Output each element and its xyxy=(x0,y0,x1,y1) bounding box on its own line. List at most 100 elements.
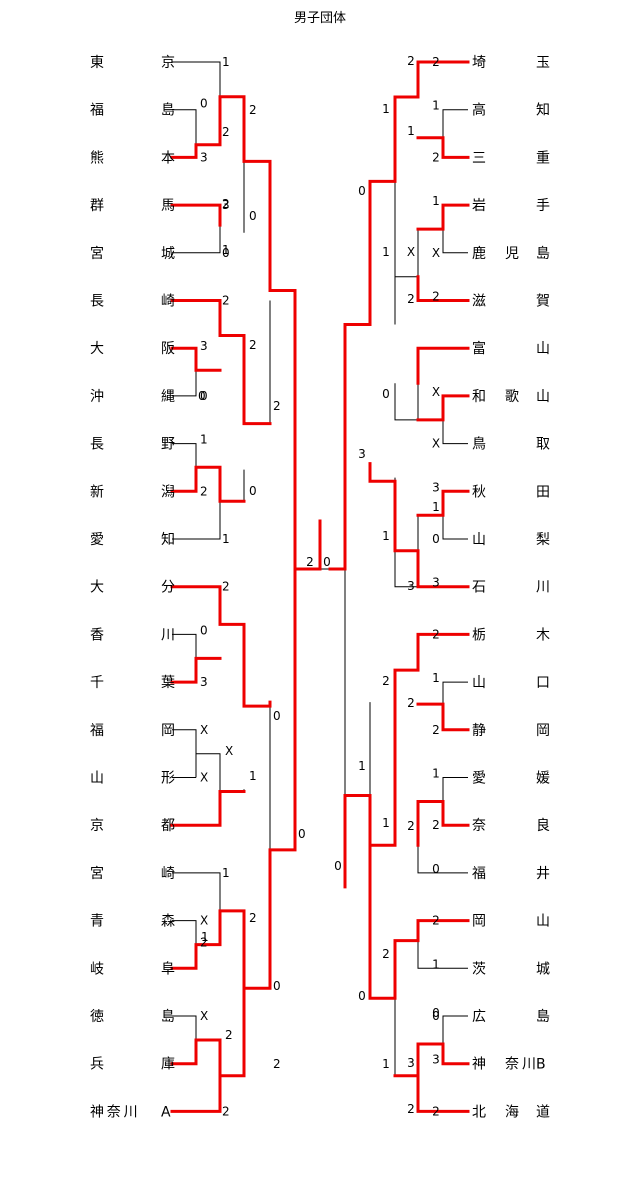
team-name-right: 滋 xyxy=(472,294,486,310)
team-name-left: 大 xyxy=(90,580,104,596)
score-label: 3 xyxy=(432,576,440,590)
winner-line xyxy=(416,702,470,732)
score-label: 2 xyxy=(432,914,440,928)
team-name-right: 岡 xyxy=(536,723,550,739)
team-name-left: 京 xyxy=(90,818,104,834)
team-name-left: 分 xyxy=(161,580,175,596)
final-score-right: 0 xyxy=(323,555,331,569)
bracket-line xyxy=(442,1015,468,1064)
team-name-right: 取 xyxy=(536,437,550,453)
score-label: 0 xyxy=(273,709,281,723)
team-name-right: 歌 xyxy=(505,389,519,405)
winner-line xyxy=(170,656,222,684)
winner-line xyxy=(416,275,470,302)
score-label: 2 xyxy=(249,103,257,117)
team-name-right: 田 xyxy=(536,484,550,500)
score-label: 1 xyxy=(432,671,440,685)
team-name-right: 高 xyxy=(472,102,486,119)
winner-line xyxy=(170,790,246,827)
team-name-right: 山 xyxy=(536,914,550,930)
score-label: 1 xyxy=(200,433,208,447)
team-name-right: 木 xyxy=(536,627,550,643)
score-label: 0 xyxy=(334,859,342,873)
score-label: 2 xyxy=(200,484,208,498)
score-label: 2 xyxy=(407,292,415,306)
score-label: 0 xyxy=(249,209,257,223)
team-name-left: 宮 xyxy=(90,866,104,882)
team-name-left: 大 xyxy=(90,341,104,357)
score-label: 0 xyxy=(200,97,208,111)
team-name-left: 群 xyxy=(90,198,104,214)
team-name-left: 新 xyxy=(90,484,104,500)
team-name-right: 岩 xyxy=(472,198,486,214)
team-name-left: 崎 xyxy=(161,294,175,310)
team-name-right: 賀 xyxy=(536,294,550,310)
winner-line xyxy=(328,60,470,571)
team-name-right: 鹿 xyxy=(472,245,486,262)
team-name-right: 島 xyxy=(536,1009,550,1025)
bracket-line xyxy=(442,777,468,826)
team-name-left: 阪 xyxy=(161,341,175,357)
score-label: 2 xyxy=(273,399,281,413)
team-name-right: 神 xyxy=(472,1057,486,1073)
team-name-left: 沖 xyxy=(90,389,104,405)
score-label: 2 xyxy=(407,819,415,833)
score-label: 0 xyxy=(200,389,208,403)
team-name-left: 知 xyxy=(161,531,175,548)
bracket-title: 男子団体 xyxy=(294,11,346,26)
team-name-right: 秋 xyxy=(472,484,486,500)
winner-line xyxy=(416,346,470,385)
score-label: 1 xyxy=(382,102,390,116)
team-name-right: 重 xyxy=(536,150,550,166)
winner-line xyxy=(170,1074,222,1113)
score-label: X xyxy=(200,914,208,928)
team-name-right: 川 xyxy=(536,580,550,596)
final-score-left: 2 xyxy=(306,555,314,569)
score-label: 2 xyxy=(382,947,390,961)
bracket-line xyxy=(172,443,197,492)
team-name-right: 児 xyxy=(505,246,519,262)
team-name-right: 奈 xyxy=(505,1057,519,1073)
score-label: 2 xyxy=(432,55,440,69)
winner-line xyxy=(170,567,297,990)
team-name-right: 山 xyxy=(536,389,550,405)
score-label: 2 xyxy=(432,818,440,832)
winner-line xyxy=(368,632,470,847)
winner-line xyxy=(416,203,470,231)
score-label: 1 xyxy=(222,55,230,69)
team-name-left: 長 xyxy=(90,294,104,310)
score-label: 1 xyxy=(222,532,230,546)
team-name-right: 広 xyxy=(472,1009,486,1025)
team-name-right: 媛 xyxy=(536,771,550,787)
team-name-left: 島 xyxy=(161,103,175,119)
team-name-left: 香 xyxy=(90,627,104,643)
team-name-right: 川 xyxy=(522,1057,536,1073)
score-label: 1 xyxy=(432,194,440,208)
team-name-right: 手 xyxy=(536,198,550,214)
winner-line xyxy=(416,136,470,159)
team-name-right: 山 xyxy=(536,341,550,357)
team-name-left: 野 xyxy=(161,437,175,453)
team-name-right: 静 xyxy=(472,723,486,739)
team-name-left: 宮 xyxy=(90,246,104,262)
team-name-left: 島 xyxy=(161,1009,175,1025)
team-name-left: A xyxy=(161,1104,171,1120)
score-label: X xyxy=(200,1009,208,1023)
score-label: 2 xyxy=(432,290,440,304)
score-label: 0 xyxy=(273,979,281,993)
bracket-line xyxy=(172,633,197,683)
score-label: 1 xyxy=(382,245,390,259)
team-name-left: 愛 xyxy=(90,532,104,548)
winner-line xyxy=(393,1042,470,1078)
score-label: 1 xyxy=(432,767,440,781)
team-name-left: 庫 xyxy=(161,1056,175,1073)
winner-line xyxy=(170,986,246,1078)
winner-line xyxy=(170,465,246,503)
score-label: 2 xyxy=(407,1102,415,1116)
team-name-right: 北 xyxy=(472,1104,486,1120)
bracket-line xyxy=(172,487,221,540)
team-name-right: B xyxy=(536,1057,546,1073)
score-label: 1 xyxy=(407,124,415,138)
bracket-line xyxy=(172,920,197,969)
